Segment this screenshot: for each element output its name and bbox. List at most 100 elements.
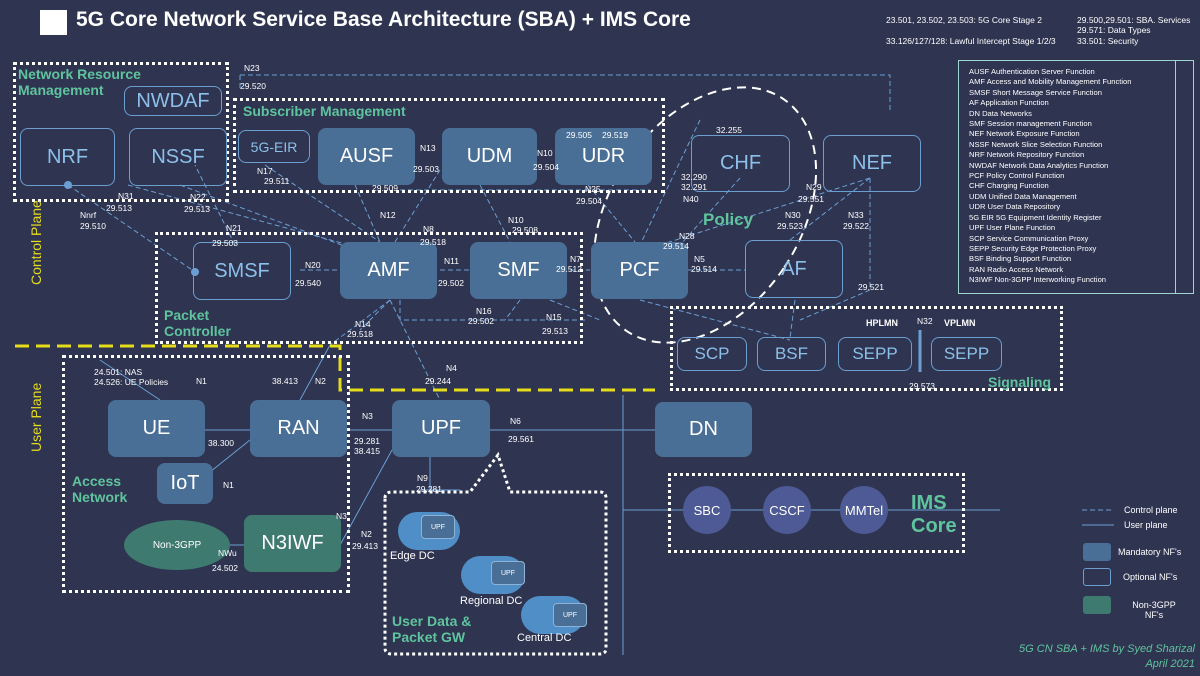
- label-32291: 32.291: [681, 182, 707, 192]
- label-29281-n9: 29.281: [416, 484, 442, 494]
- key-non3gpp-swatch: [1083, 596, 1111, 614]
- legend-item: PCF Policy Control Function: [969, 171, 1065, 181]
- label-29520: 29.520: [240, 81, 266, 91]
- label-n21: N21: [226, 223, 242, 233]
- node-pcf[interactable]: PCF: [591, 242, 688, 299]
- key-mandatory: Mandatory NF's: [1118, 547, 1182, 557]
- label-29504-n25: 29.504: [576, 196, 602, 206]
- node-nssf[interactable]: NSSF: [129, 128, 227, 186]
- legend-item: BSF Binding Support Function: [969, 254, 1072, 264]
- node-chf[interactable]: CHF: [691, 135, 790, 192]
- group-packet-controller: [155, 232, 583, 344]
- legend-item: RAN Radio Access Network: [969, 264, 1064, 274]
- node-smf[interactable]: SMF: [470, 242, 567, 299]
- key-control-plane: Control plane: [1124, 505, 1178, 515]
- node-non-3gpp[interactable]: Non-3GPP: [124, 520, 230, 570]
- label-n8: N8: [423, 224, 434, 234]
- group-label-user-data: User Data & Packet GW: [392, 613, 472, 646]
- node-upf-edge[interactable]: UPF: [421, 515, 455, 539]
- label-n3-n3iwf: N3: [336, 511, 347, 521]
- legend-item: UPF User Plane Function: [969, 223, 1056, 233]
- label-29509: 29.509: [372, 183, 398, 193]
- label-n31: N31: [118, 191, 134, 201]
- node-amf[interactable]: AMF: [340, 242, 437, 299]
- node-dn[interactable]: DN: [655, 402, 752, 457]
- label-29508: 29.508: [512, 225, 538, 235]
- regional-dc-label: Regional DC: [460, 595, 523, 607]
- node-scp[interactable]: SCP: [677, 337, 747, 371]
- label-32255: 32.255: [716, 125, 742, 135]
- label-ue-policies: 24.526: UE Policies: [94, 377, 169, 387]
- group-network-resource-management: [13, 62, 229, 202]
- legend-item: 5G EIR 5G Equipment Identity Register: [969, 212, 1102, 222]
- node-ran[interactable]: RAN: [250, 400, 347, 457]
- key-optional: Optional NF's: [1123, 572, 1178, 582]
- label-29518-n14: 29.518: [347, 329, 373, 339]
- label-29503-n21: 29.503: [212, 238, 238, 248]
- node-upf[interactable]: UPF: [392, 400, 490, 457]
- label-n20: N20: [305, 260, 321, 270]
- ref-lawful-intercept: 33.126/127/128: Lawful Intercept Stage 1…: [886, 36, 1056, 46]
- node-sepp-home[interactable]: SEPP: [838, 337, 912, 371]
- node-af[interactable]: AF: [745, 240, 843, 298]
- label-29540: 29.540: [295, 278, 321, 288]
- node-udm[interactable]: UDM: [442, 128, 537, 185]
- label-29523: 29.523: [777, 221, 803, 231]
- group-label-packet-controller: Packet Controller: [164, 307, 231, 340]
- node-bsf[interactable]: BSF: [757, 337, 826, 371]
- label-29514-n5: 29.514: [691, 264, 717, 274]
- label-n11: N11: [444, 256, 459, 266]
- label-n23: N23: [244, 63, 260, 73]
- label-n12: N12: [380, 210, 396, 220]
- label-n4: N4: [446, 363, 457, 373]
- node-udr[interactable]: UDR: [555, 128, 652, 185]
- node-cscf[interactable]: CSCF: [763, 486, 811, 534]
- legend-item: NEF Network Exposure Function: [969, 129, 1080, 139]
- legend-item: AF Application Function: [969, 98, 1049, 108]
- group-label-signaling: Signaling: [988, 374, 1051, 390]
- node-nwdaf[interactable]: NWDAF: [124, 86, 222, 116]
- label-29512: 29.512: [556, 264, 582, 274]
- label-29504-udr: 29.504: [533, 162, 559, 172]
- node-n3iwf[interactable]: N3IWF: [244, 515, 341, 572]
- node-sbc[interactable]: SBC: [683, 486, 731, 534]
- legend-item: SMF Session management Function: [969, 119, 1092, 129]
- legend-item: CHF Charging Function: [969, 181, 1049, 191]
- label-29244: 29.244: [425, 376, 451, 386]
- label-29281-n3: 29.281: [354, 436, 380, 446]
- node-nrf[interactable]: NRF: [20, 128, 115, 186]
- label-nnrf: Nnrf: [80, 210, 97, 220]
- node-upf-regional[interactable]: UPF: [491, 561, 525, 585]
- node-smsf[interactable]: SMSF: [193, 242, 291, 300]
- legend-item: AUSF Authentication Server Function: [969, 67, 1095, 76]
- legend-item: DN Data Networks: [969, 108, 1032, 118]
- label-29561: 29.561: [508, 434, 534, 444]
- ref-security: 33.501: Security: [1077, 36, 1139, 46]
- label-29511: 29.511: [264, 176, 290, 186]
- footer-credit: 5G CN SBA + IMS by Syed Sharizal: [1019, 643, 1195, 655]
- node-iot[interactable]: IoT: [157, 463, 213, 504]
- label-n5: N5: [694, 254, 705, 264]
- ref-sba-services: 29.500,29.501: SBA. Services: [1077, 15, 1191, 25]
- legend-item: UDR User Data Repository: [969, 202, 1061, 212]
- label-29551: 29.551: [798, 194, 824, 204]
- label-n1-iot: N1: [223, 480, 234, 490]
- node-sepp-visited[interactable]: SEPP: [931, 337, 1002, 371]
- node-mmtel[interactable]: MMTel: [840, 486, 888, 534]
- label-29519: 29.519: [602, 130, 628, 140]
- node-5g-eir[interactable]: 5G-EIR: [238, 130, 310, 163]
- ref-stage2: 23.501, 23.502, 23.503: 5G Core Stage 2: [886, 15, 1042, 25]
- node-ausf[interactable]: AUSF: [318, 128, 415, 185]
- node-upf-central[interactable]: UPF: [553, 603, 587, 627]
- node-nef[interactable]: NEF: [823, 135, 921, 192]
- node-ue[interactable]: UE: [108, 400, 205, 457]
- hplmn-label: HPLMN: [866, 318, 898, 328]
- legend-item: SCP Service Communication Proxy: [969, 233, 1089, 243]
- vplmn-label: VPLMN: [944, 318, 976, 328]
- legend-item: NSSF Network Slice Selection Function: [969, 139, 1103, 149]
- label-29503-n13: 29.503: [413, 164, 439, 174]
- legend-frame: [1176, 60, 1194, 294]
- key-non3gpp: Non-3GPP NF's: [1132, 600, 1176, 620]
